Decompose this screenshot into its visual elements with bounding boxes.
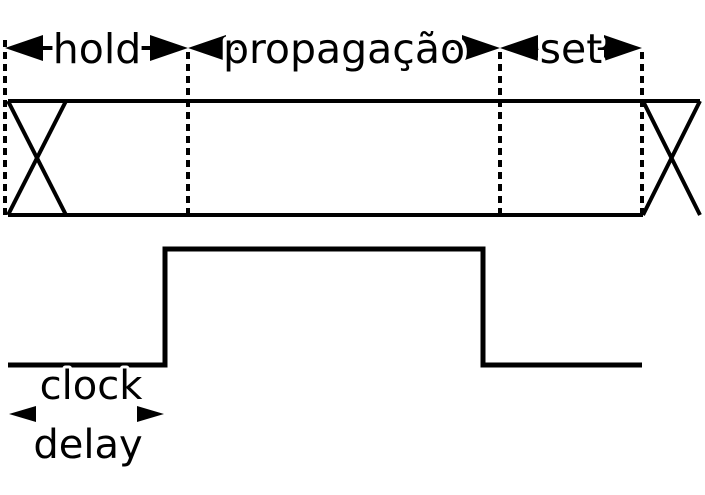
- hold-annotation: hold: [5, 21, 188, 77]
- hold-label: hold: [53, 25, 142, 73]
- clock-label: clock: [40, 363, 144, 409]
- data-right-crossing-rising: [641, 100, 702, 216]
- hold-left-arrow-icon: [5, 35, 43, 61]
- propagation-annotation: propagação: [188, 21, 500, 77]
- propagation-left-arrow-icon: [188, 35, 226, 61]
- delay-right-arrow-icon: [137, 406, 164, 422]
- clock-waveform: [8, 246, 642, 368]
- data-left-crossing-rising: [6, 100, 68, 216]
- delay-label: delay: [33, 422, 142, 468]
- propagation-right-arrow-icon: [462, 35, 500, 61]
- data-signal-band: [6, 99, 702, 217]
- clock-signal: [8, 246, 642, 368]
- set-annotation: set: [500, 21, 642, 77]
- set-left-arrow-icon: [500, 35, 538, 61]
- clock-delay-annotation: clock delay: [9, 360, 164, 471]
- delay-left-arrow-icon: [9, 406, 36, 422]
- set-label: set: [540, 25, 603, 73]
- hold-right-arrow-icon: [150, 35, 188, 61]
- set-right-arrow-icon: [604, 35, 642, 61]
- propagation-label: propagação: [223, 25, 465, 73]
- dashed-guides: [3, 40, 644, 215]
